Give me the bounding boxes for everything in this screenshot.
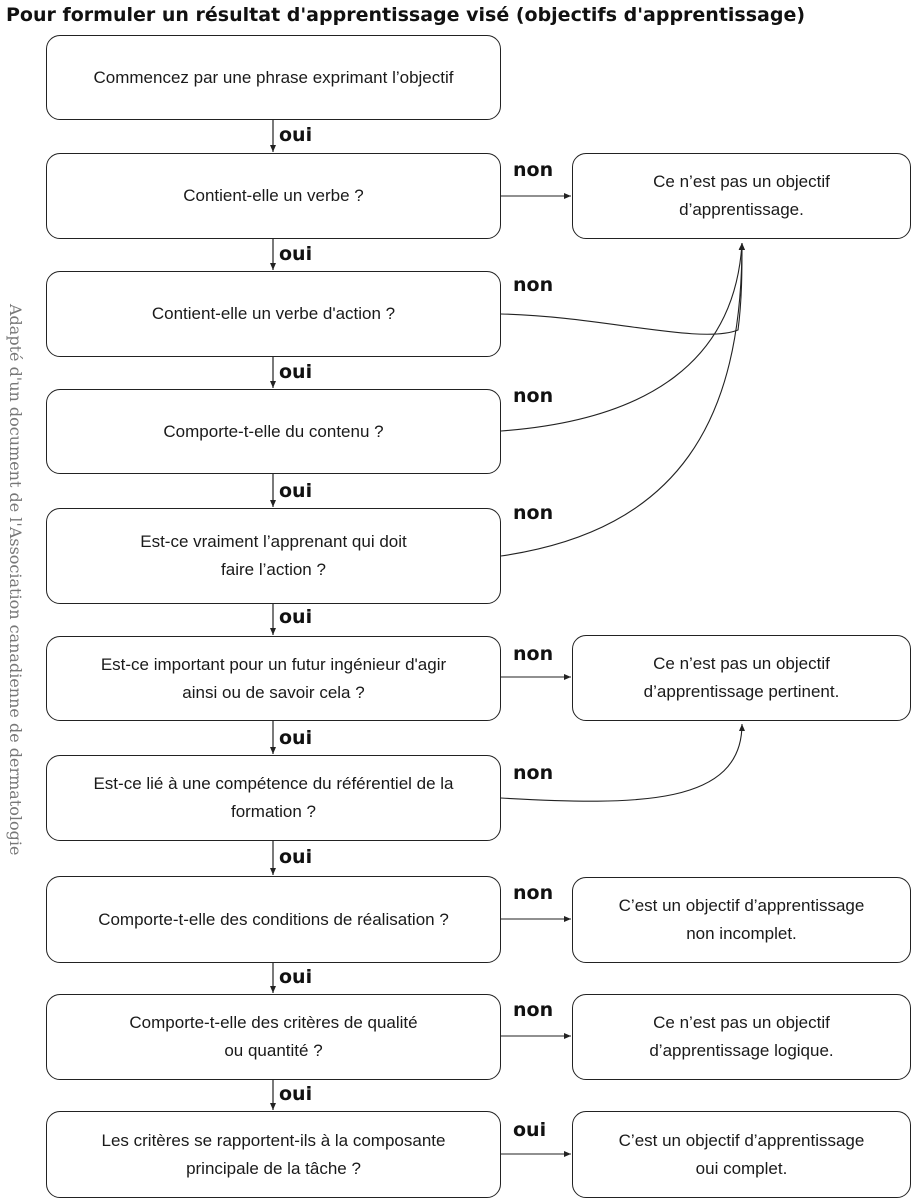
outcome-box-1: Ce n’est pas un objectif d’apprentissage… <box>572 153 911 239</box>
question-box-10: Les critères se rapportent-ils à la comp… <box>46 1111 501 1198</box>
yes-label-1: oui <box>279 124 313 146</box>
question-box-9: Comporte-t-elle des critères de qualité … <box>46 994 501 1080</box>
question-box-3: Contient-elle un verbe d'action ? <box>46 271 501 357</box>
yes-label-6: oui <box>279 727 313 749</box>
question-box-4: Comporte-t-elle du contenu ? <box>46 389 501 474</box>
no-label-4: non <box>513 502 554 524</box>
no-label-1: non <box>513 159 554 181</box>
outcome-box-2: Ce n’est pas un objectif d’apprentissage… <box>572 635 911 721</box>
no-label-2: non <box>513 274 554 296</box>
final-yes-label: oui <box>513 1119 547 1141</box>
no-label-8: non <box>513 999 554 1021</box>
outcome-box-3: C’est un objectif d’apprentissage non in… <box>572 877 911 963</box>
no-label-7: non <box>513 882 554 904</box>
yes-label-3: oui <box>279 361 313 383</box>
question-box-6: Est-ce important pour un futur ingénieur… <box>46 636 501 721</box>
yes-label-4: oui <box>279 480 313 502</box>
diagram-title: Pour formuler un résultat d'apprentissag… <box>6 4 806 26</box>
yes-label-9: oui <box>279 1083 313 1105</box>
no-label-5: non <box>513 643 554 665</box>
no-label-3: non <box>513 385 554 407</box>
question-box-5: Est-ce vraiment l’apprenant qui doit fai… <box>46 508 501 604</box>
yes-label-2: oui <box>279 243 313 265</box>
outcome-box-5: C’est un objectif d’apprentissage oui co… <box>572 1111 911 1198</box>
yes-label-8: oui <box>279 966 313 988</box>
curve-q7-out2 <box>500 723 745 802</box>
question-box-7: Est-ce lié à une compétence du référenti… <box>46 755 501 841</box>
curve-q5-out1 <box>500 242 745 557</box>
curve-q3-out1 <box>500 242 745 335</box>
question-box-8: Comporte-t-elle des conditions de réalis… <box>46 876 501 963</box>
question-box-1: Commencez par une phrase exprimant l’obj… <box>46 35 501 120</box>
question-box-2: Contient-elle un verbe ? <box>46 153 501 239</box>
no-label-6: non <box>513 762 554 784</box>
yes-label-7: oui <box>279 846 313 868</box>
yes-label-5: oui <box>279 606 313 628</box>
outcome-box-4: Ce n’est pas un objectif d’apprentissage… <box>572 994 911 1080</box>
curve-q4-out1 <box>500 242 745 432</box>
